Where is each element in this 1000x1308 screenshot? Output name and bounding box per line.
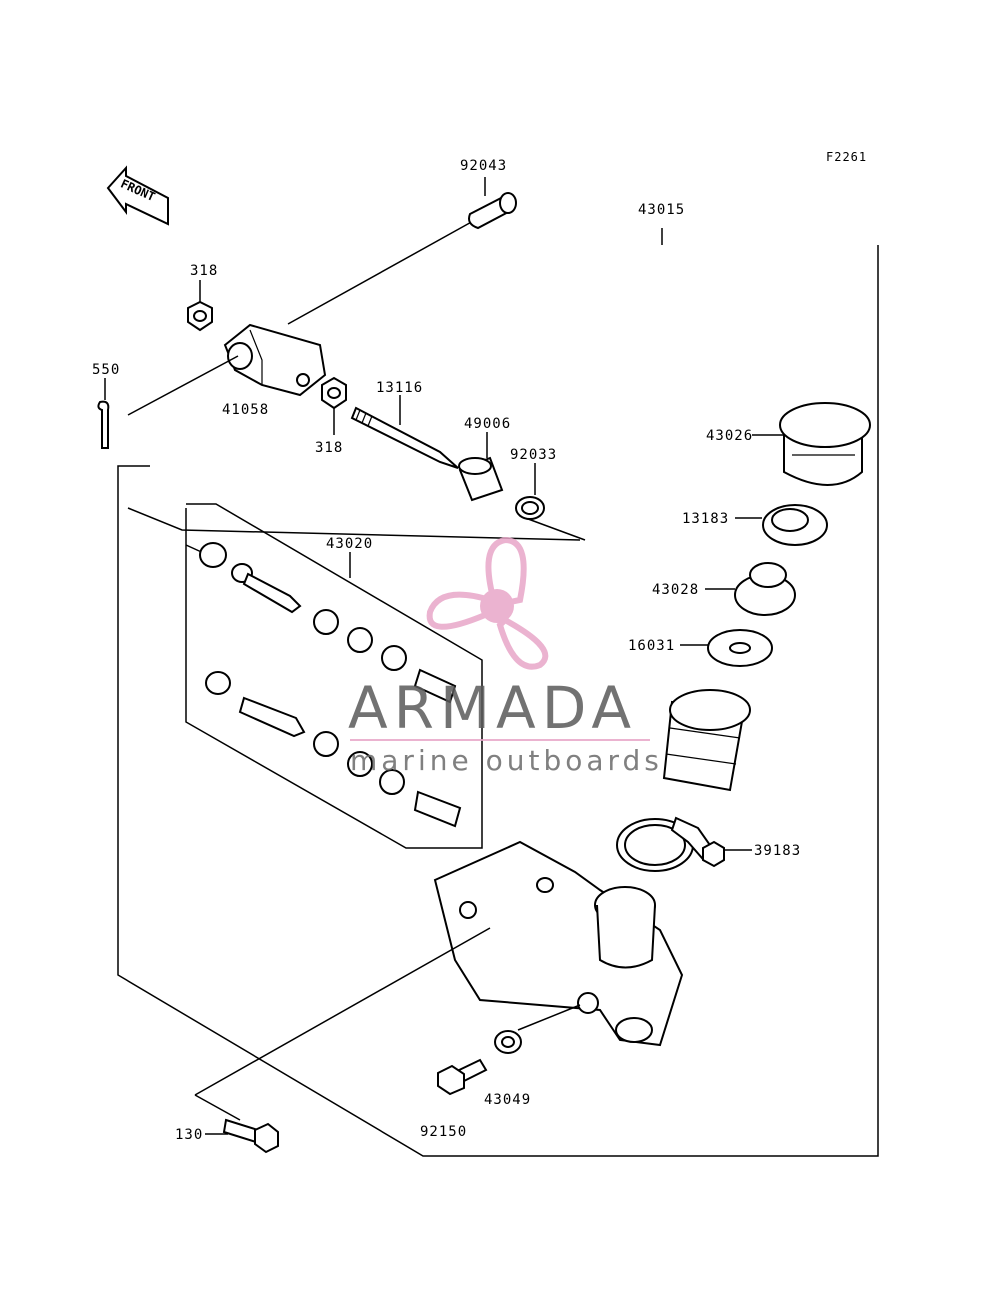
nut-318-top xyxy=(187,300,213,332)
label-41058: 41058 xyxy=(222,402,269,418)
boot-49006 xyxy=(458,456,504,502)
label-43020: 43020 xyxy=(326,536,373,552)
label-92150: 92150 xyxy=(420,1124,467,1140)
nut-318-bottom xyxy=(321,376,347,410)
bolt-130 xyxy=(194,1094,279,1154)
label-49006: 49006 xyxy=(464,416,511,432)
plate-13183 xyxy=(762,504,828,546)
label-43026: 43026 xyxy=(706,428,753,444)
label-13116: 13116 xyxy=(376,380,423,396)
front-arrow-icon: FRONT xyxy=(106,165,169,226)
label-43015: 43015 xyxy=(638,202,685,218)
label-318-bottom: 318 xyxy=(315,440,343,456)
circlip-92033 xyxy=(515,496,545,520)
clamp-39183 xyxy=(616,816,725,872)
master-cylinder-body xyxy=(194,840,684,1096)
washer-16031 xyxy=(707,629,773,667)
watermark-brand: ARMADA xyxy=(348,674,637,742)
clevis-41058 xyxy=(223,323,327,397)
label-16031: 16031 xyxy=(628,638,675,654)
pin-92043 xyxy=(287,177,517,325)
label-92043: 92043 xyxy=(460,158,507,174)
cotter-pin-550 xyxy=(97,378,110,449)
propeller-icon xyxy=(426,536,549,670)
label-43028: 43028 xyxy=(652,582,699,598)
label-550: 550 xyxy=(92,362,120,378)
watermark-tagline: marine outboards xyxy=(350,744,663,777)
label-13183: 13183 xyxy=(682,511,729,527)
label-92033: 92033 xyxy=(510,447,557,463)
watermark-logo: ARMADA marine outboards xyxy=(348,536,663,777)
figure-code: F2261 xyxy=(826,150,867,164)
diaphragm-43028 xyxy=(734,562,796,616)
kit-43020 xyxy=(185,503,483,849)
label-318-top: 318 xyxy=(190,263,218,279)
label-43049: 43049 xyxy=(484,1092,531,1108)
cap-43026 xyxy=(779,402,871,486)
plug-43049 xyxy=(437,1030,522,1096)
push-rod-13116 xyxy=(350,406,459,469)
label-39183: 39183 xyxy=(754,843,801,859)
reservoir-body xyxy=(662,689,751,792)
label-130: 130 xyxy=(175,1127,203,1143)
assembly-outline xyxy=(117,228,879,1157)
